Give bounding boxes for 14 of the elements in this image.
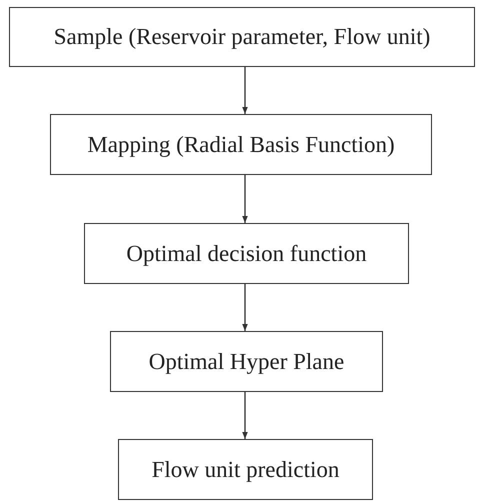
box-label: Optimal decision function: [126, 240, 367, 266]
box-label: Mapping (Radial Basis Function): [87, 132, 395, 158]
box-label: Optimal Hyper Plane: [148, 348, 344, 374]
arrow: [242, 392, 248, 439]
process-box: [9, 7, 475, 67]
process-box: [110, 331, 383, 392]
process-box: [118, 439, 373, 500]
arrow: [242, 284, 248, 331]
process-box: [84, 223, 409, 284]
box-label: Sample (Reservoir parameter, Flow unit): [54, 24, 430, 50]
box-label: Flow unit prediction: [152, 456, 340, 482]
process-box: [50, 114, 432, 175]
arrow: [242, 67, 248, 114]
arrow: [242, 175, 248, 223]
